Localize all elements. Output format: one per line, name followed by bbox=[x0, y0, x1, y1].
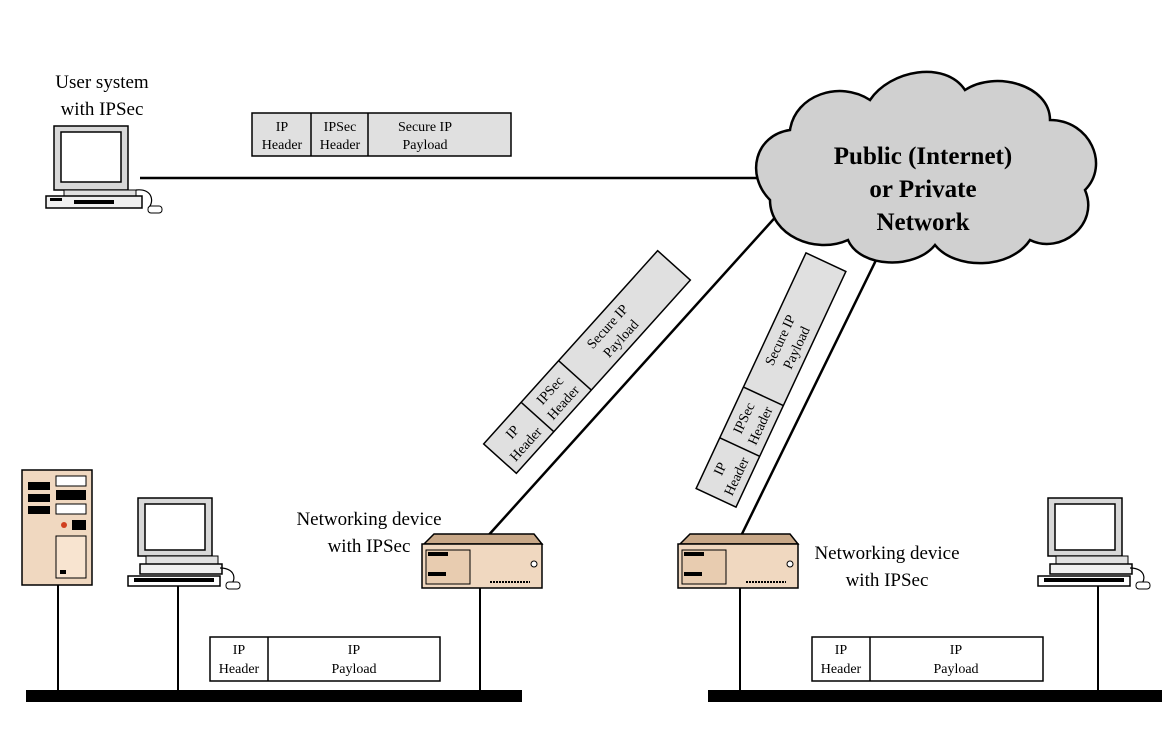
secure-packet-top: IP Header IPSec Header Secure IP Payload bbox=[251, 112, 512, 157]
cloud-label-line1: Public (Internet) bbox=[834, 143, 1012, 170]
device-right-label-line1: Networking device bbox=[814, 543, 959, 564]
plain-packet-left: IP Header IP Payload bbox=[209, 636, 441, 682]
networking-device-left-icon bbox=[421, 533, 544, 589]
right-plain-ip-header-1: IP bbox=[835, 643, 848, 658]
link-right-device-to-cloud bbox=[738, 251, 882, 539]
secure-packet-diagonal-right: IP Header IPSec Header Secure IP Payload bbox=[695, 251, 847, 509]
left-plain-payload-2: Payload bbox=[331, 662, 376, 677]
lan-bus-left bbox=[26, 690, 522, 702]
left-plain-payload-1: IP bbox=[348, 643, 361, 658]
top-packet-payload-1: Secure IP bbox=[398, 120, 452, 135]
plain-packet-right: IP Header IP Payload bbox=[811, 636, 1044, 682]
left-plain-ip-header-2: Header bbox=[219, 662, 260, 677]
user-workstation-icon bbox=[45, 125, 163, 214]
top-packet-ipsec-header-1: IPSec bbox=[324, 120, 357, 135]
user-system-label-line2: with IPSec bbox=[61, 99, 144, 120]
diag-right-ip-header-1: IP bbox=[712, 460, 731, 478]
top-packet-payload-2: Payload bbox=[402, 138, 447, 153]
right-plain-ip-header-2: Header bbox=[821, 662, 862, 677]
left-plain-ip-header-1: IP bbox=[233, 643, 246, 658]
right-plain-payload-1: IP bbox=[950, 643, 963, 658]
device-left-label-line2: with IPSec bbox=[328, 536, 411, 557]
top-packet-ip-header-1: IP bbox=[276, 120, 289, 135]
cloud-label-line2: or Private bbox=[869, 176, 976, 203]
workstation-left-icon bbox=[127, 497, 241, 590]
link-left-device-to-cloud bbox=[485, 211, 781, 539]
lan-bus-right bbox=[708, 690, 1162, 702]
user-system-label-line1: User system bbox=[55, 72, 149, 93]
device-right-label-line2: with IPSec bbox=[846, 570, 929, 591]
networking-device-right-icon bbox=[677, 533, 800, 589]
right-plain-payload-2: Payload bbox=[933, 662, 978, 677]
server-tower-icon bbox=[21, 469, 93, 586]
top-packet-ipsec-header-2: Header bbox=[320, 138, 361, 153]
workstation-right-icon bbox=[1037, 497, 1151, 590]
device-left-label-line1: Networking device bbox=[296, 509, 441, 530]
network-cloud: Public (Internet) or Private Network bbox=[754, 70, 1098, 265]
cloud-label-line3: Network bbox=[876, 209, 969, 236]
secure-packet-diagonal-left: IP Header IPSec Header Secure IP Payload bbox=[482, 249, 692, 475]
top-packet-ip-header-2: Header bbox=[262, 138, 303, 153]
